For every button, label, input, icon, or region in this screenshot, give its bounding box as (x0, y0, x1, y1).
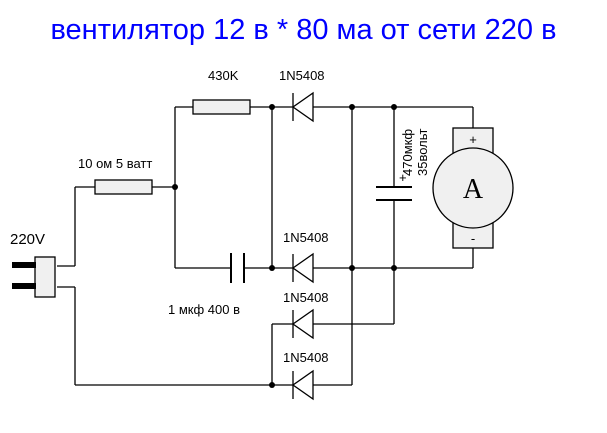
junction-dot (172, 184, 178, 190)
supply-voltage-label: 220V (10, 231, 45, 248)
series-resistor-label: 10 ом 5 ватт (78, 156, 152, 171)
resistor-430k (192, 99, 251, 115)
junction-dot (269, 265, 275, 271)
motor-plus-sign: + (469, 132, 477, 147)
diode-4-symbol (291, 369, 314, 401)
diagram-title: вентилятор 12 в * 80 ма от сети 220 в (50, 14, 557, 46)
diode-1-label: 1N5408 (279, 68, 325, 83)
diode-1-symbol (291, 91, 314, 123)
diode-2-symbol (291, 252, 314, 284)
junction-dot (349, 265, 355, 271)
capacitor-ac (230, 253, 245, 283)
capacitor-filter (376, 186, 412, 201)
fan-motor (432, 127, 514, 249)
motor-letter: A (463, 174, 484, 205)
motor-minus-sign: - (471, 231, 475, 246)
junction-dot (349, 104, 355, 110)
diode-2-label: 1N5408 (283, 230, 329, 245)
junction-dot (391, 265, 397, 271)
bleeder-resistor-label: 430K (208, 68, 239, 83)
capacitor-ac-label: 1 мкф 400 в (168, 302, 240, 317)
capacitor-filter-voltage-label: 35вольт (415, 128, 430, 176)
junction-dots (172, 104, 397, 388)
capacitor-plus-sign: + (399, 170, 407, 185)
diode-3-symbol (291, 308, 314, 340)
capacitor-filter-value-label: 470мкф (400, 129, 415, 176)
mains-plug (12, 256, 56, 298)
diode-4-label: 1N5408 (283, 350, 329, 365)
junction-dot (269, 104, 275, 110)
junction-dot (269, 382, 275, 388)
diode-3-label: 1N5408 (283, 290, 329, 305)
resistor-10-ohm (94, 179, 153, 195)
junction-dot (391, 104, 397, 110)
